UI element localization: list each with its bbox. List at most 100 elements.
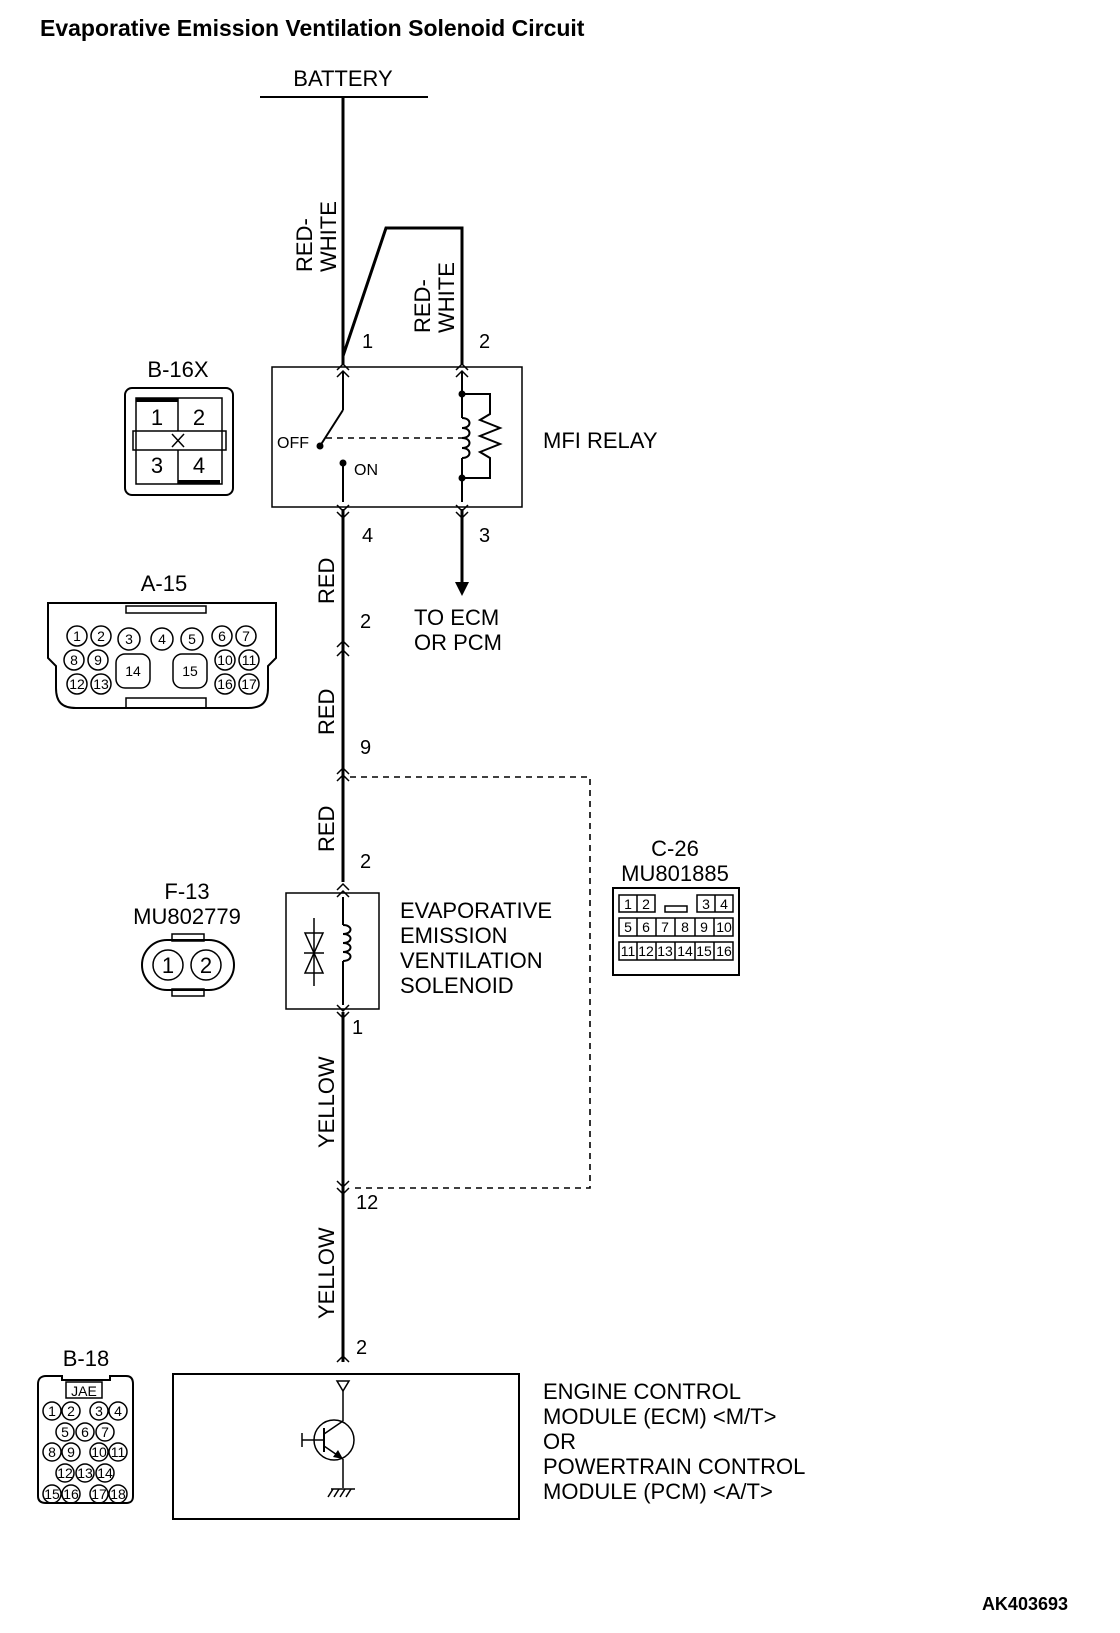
connector-cell: 6 (218, 628, 226, 644)
connector-cell: 2 (193, 405, 205, 430)
connector-cell: 10 (716, 919, 732, 935)
connector-id: B-16X (147, 357, 208, 382)
connector-a15: A-15 1 2 3 4 5 6 7 8 9 10 11 (47, 571, 277, 709)
connector-cell: 13 (93, 676, 109, 692)
relay-pin-3: 3 (479, 525, 490, 547)
connector-cell: 3 (151, 453, 163, 478)
connector-cell: 12 (638, 943, 654, 959)
connector-cell: 14 (677, 943, 693, 959)
connector-cell: 4 (114, 1403, 122, 1419)
connector-cell: 4 (158, 631, 166, 647)
solenoid-coil-icon (342, 897, 352, 1005)
connector-b16x: B-16X 1 2 3 4 (124, 357, 234, 496)
connector-cell: 8 (48, 1444, 56, 1460)
connector-cell: 11 (621, 943, 636, 959)
connector-c26: C-26 MU801885 1 2 3 4 5 6 7 8 9 (612, 836, 740, 976)
connector-id: B-18 (63, 1346, 109, 1371)
ecm-box (172, 1373, 520, 1520)
connector-cell: 10 (91, 1444, 107, 1460)
connector-cell: 1 (162, 953, 174, 978)
connector-cell: 14 (125, 663, 141, 679)
connector-cell: 7 (661, 919, 669, 935)
connector-tag: JAE (71, 1383, 97, 1399)
figure-code: AK403693 (982, 1594, 1068, 1614)
mfi-relay-box (271, 366, 523, 508)
ecm-label-line4: POWERTRAIN CONTROL (543, 1454, 805, 1479)
wire-color-label-3: RED (314, 558, 339, 604)
connector-cell: 16 (217, 676, 233, 692)
wire-color-label-1: RED- WHITE (292, 201, 341, 272)
connector-cell: 5 (624, 919, 632, 935)
wire-battery-to-relay-pin2 (341, 226, 464, 365)
connector-cell: 6 (81, 1424, 89, 1440)
solenoid-valve-icon (303, 918, 325, 986)
a15-pin-2: 2 (360, 611, 371, 633)
connector-cell: 3 (95, 1403, 103, 1419)
to-ecm-label-line2: OR PCM (414, 630, 502, 655)
wire-color-label-6: YELLOW (314, 1056, 339, 1148)
connector-cell: 5 (61, 1424, 69, 1440)
connector-cell: 11 (242, 652, 257, 668)
relay-pin-2: 2 (479, 331, 490, 353)
connector-cell: 12 (69, 676, 85, 692)
connector-cell: 18 (110, 1486, 126, 1502)
connector-cell: 17 (91, 1486, 107, 1502)
connector-cell: 4 (193, 453, 205, 478)
wire-color-label-7: YELLOW (314, 1227, 339, 1319)
wire-color-label-2: RED- WHITE (410, 262, 459, 333)
solenoid-pin-1: 1 (352, 1017, 363, 1039)
connector-cell: 14 (97, 1465, 113, 1481)
ground-icon (327, 1488, 355, 1498)
connector-id: A-15 (141, 571, 187, 596)
to-ecm-label-line1: TO ECM (414, 605, 499, 630)
connector-cell: 2 (200, 953, 212, 978)
solenoid-box (285, 892, 380, 1010)
relay-switch-contact: OFF ON (277, 372, 378, 502)
ecm-label-line5: MODULE (PCM) <A/T> (543, 1479, 773, 1504)
dashed-junction-box (350, 776, 591, 1189)
connector-f13: F-13 MU802779 1 2 (133, 879, 241, 997)
connector-cell: 15 (44, 1486, 60, 1502)
connector-cell: 2 (67, 1403, 75, 1419)
connector-cell: 8 (70, 652, 78, 668)
connector-cell: 1 (624, 896, 632, 912)
relay-coil-with-resistor (458, 372, 503, 502)
connector-cell: 3 (702, 896, 710, 912)
ecm-label-line1: ENGINE CONTROL (543, 1379, 741, 1404)
connector-id: F-13 (164, 879, 209, 904)
connector-cell: 1 (73, 628, 81, 644)
connector-cell: 2 (97, 628, 105, 644)
diagram-title: Evaporative Emission Ventilation Solenoi… (40, 15, 585, 41)
relay-pin-4: 4 (362, 525, 373, 547)
connector-id: C-26 (651, 836, 699, 861)
solenoid-label-line4: SOLENOID (400, 973, 514, 998)
connector-cell: 13 (77, 1465, 93, 1481)
connector-cell: 4 (720, 896, 728, 912)
a15-pin-9: 9 (360, 737, 371, 759)
connector-cell: 8 (681, 919, 689, 935)
c26-pin-12: 12 (356, 1192, 378, 1214)
connector-cell: 16 (63, 1486, 79, 1502)
relay-on-label: ON (354, 462, 378, 479)
connector-cell: 6 (642, 919, 650, 935)
relay-pin-1: 1 (362, 331, 373, 353)
ecm-pin-2: 2 (356, 1337, 367, 1359)
ecm-label-line3: OR (543, 1429, 576, 1454)
connector-cell: 5 (188, 631, 196, 647)
wire-color-line: WHITE (434, 262, 459, 333)
battery-label: BATTERY (293, 66, 393, 91)
connector-cell: 7 (101, 1424, 109, 1440)
connector-cell: 9 (94, 652, 102, 668)
connector-cell: 17 (241, 676, 257, 692)
connector-cell: 2 (642, 896, 650, 912)
wire-color-line: RED- (292, 218, 317, 272)
connector-part-number: MU802779 (133, 904, 241, 929)
wire-color-label-4: RED (314, 689, 339, 735)
connector-cell: 15 (182, 663, 198, 679)
relay-off-label: OFF (277, 435, 309, 452)
connector-cell: 7 (242, 628, 250, 644)
connector-cell: 11 (111, 1444, 126, 1460)
solenoid-pin-2: 2 (360, 851, 371, 873)
